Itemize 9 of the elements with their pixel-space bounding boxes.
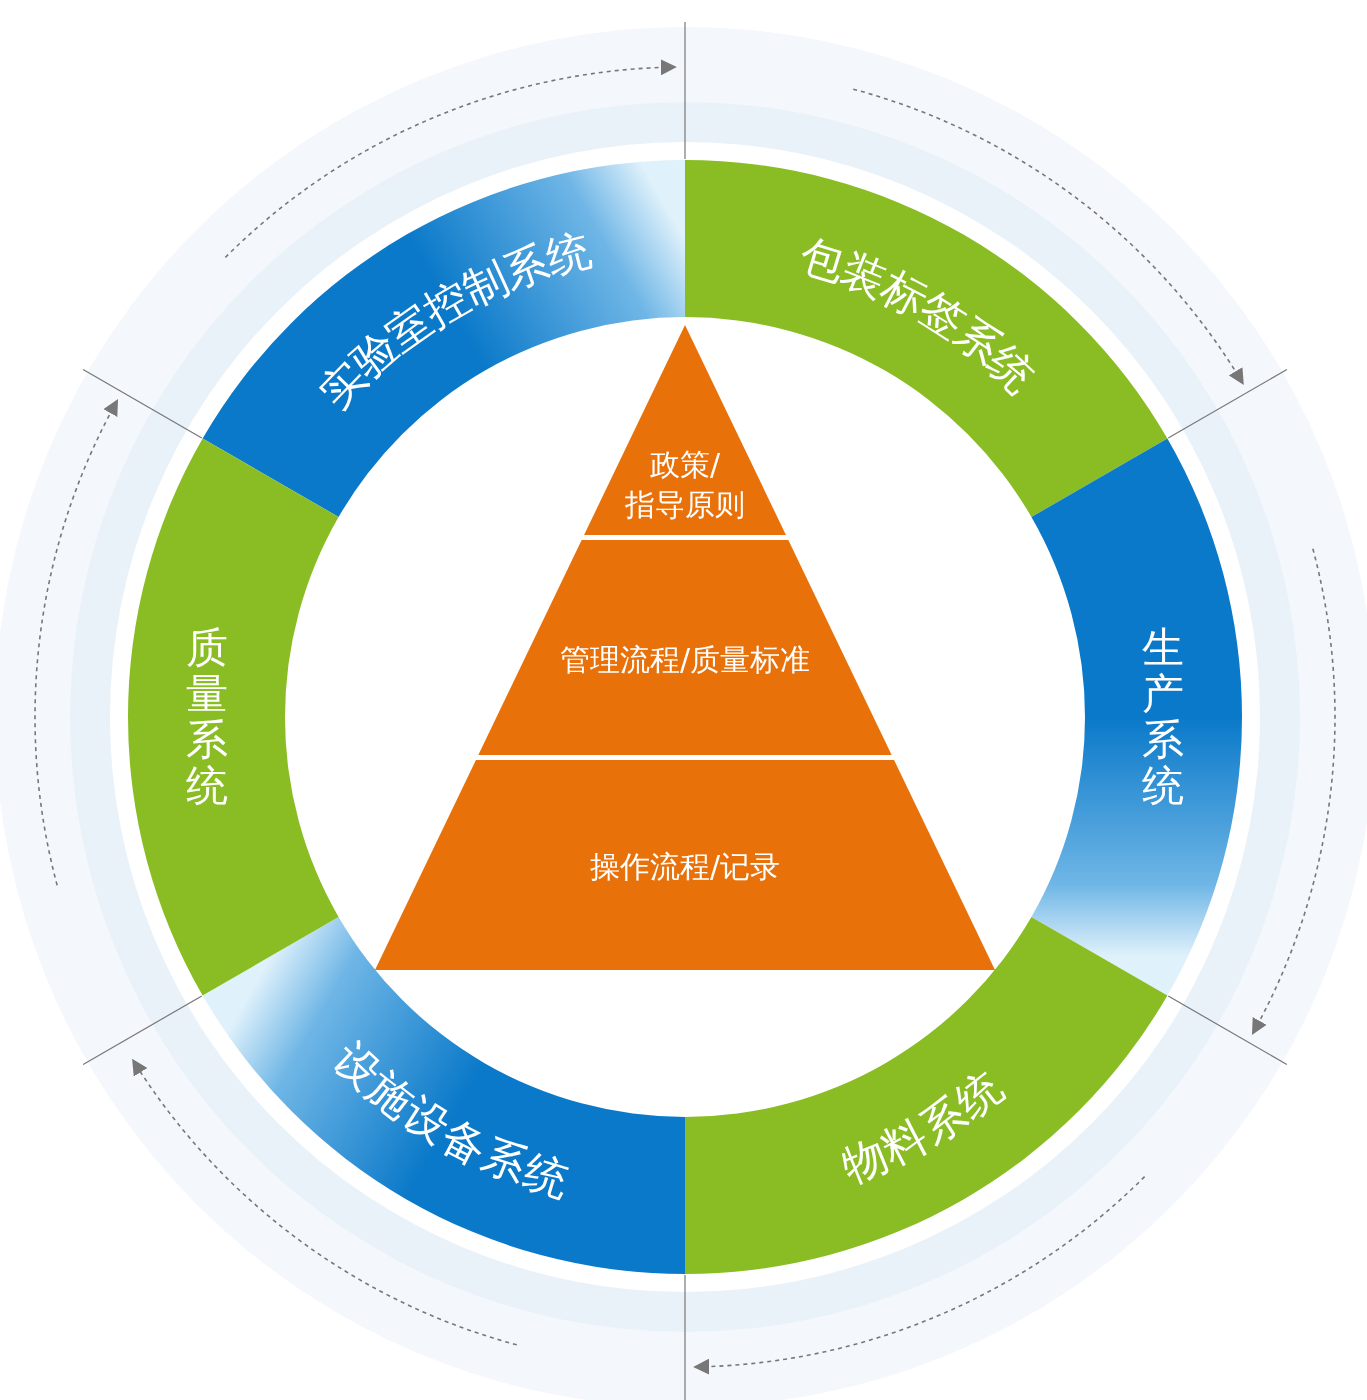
segment-label: 生产系统 bbox=[1141, 625, 1185, 809]
segment-label: 设施设备系统 bbox=[324, 1031, 576, 1206]
segment-label: 质量系统 bbox=[185, 625, 229, 809]
layer-label: 管理流程/质量标准 bbox=[558, 641, 812, 679]
segment-label: 物料系统 bbox=[834, 1060, 1012, 1192]
layer-label: 政策/指导原则 bbox=[624, 446, 746, 524]
segment-label: 包装标签系统 bbox=[794, 228, 1046, 403]
layer-label: 操作流程/记录 bbox=[588, 848, 782, 886]
segment-label: 实验室控制系统 bbox=[308, 223, 596, 418]
